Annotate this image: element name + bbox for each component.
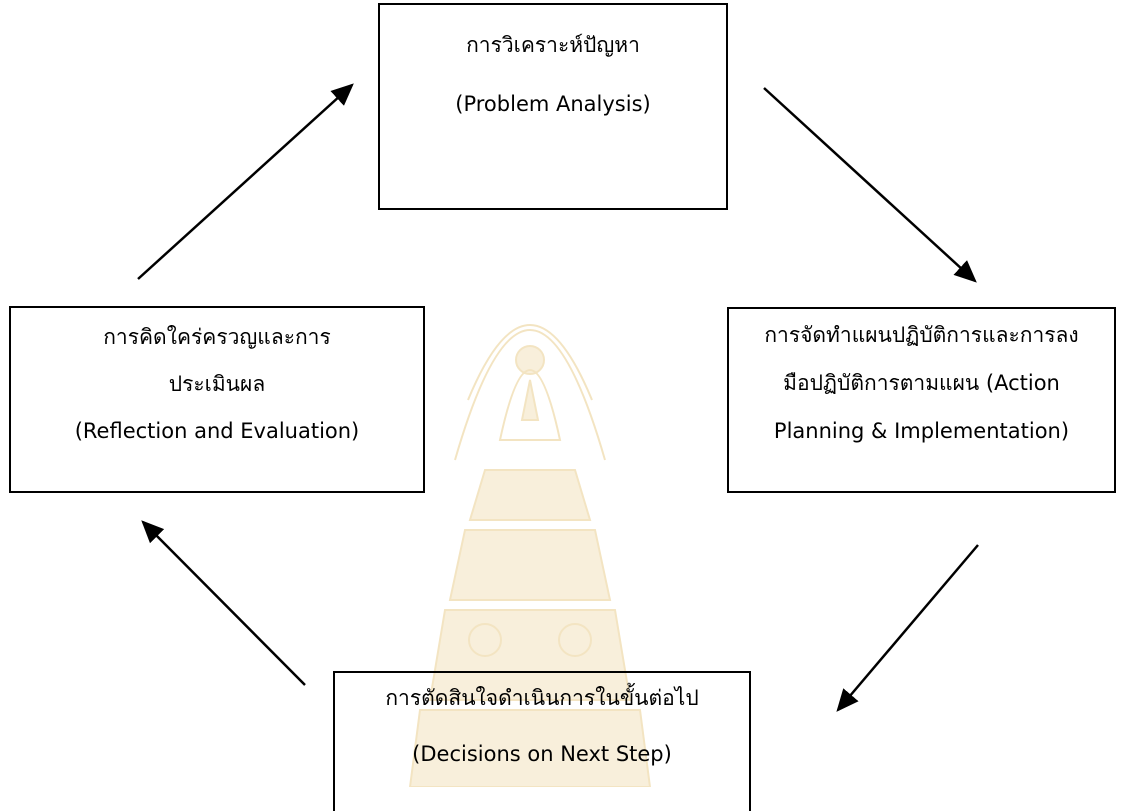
- arrow-problem-to-action: [763, 87, 977, 283]
- action-planning-box: การจัดทำแผนปฏิบัติการและการลง มือปฏิบัติ…: [727, 307, 1116, 493]
- arrow-decision-to-reflection: [141, 520, 306, 686]
- problem-analysis-thai-label: การวิเคราะห์ปัญหา: [466, 33, 640, 57]
- cycle-arrows: [137, 83, 979, 712]
- reflection-evaluation-box: การคิดใคร่ครวญและการ ประเมินผล (Reflecti…: [9, 306, 425, 493]
- action-planning-line-1: การจัดทำแผนปฏิบัติการและการลง: [764, 323, 1079, 347]
- problem-analysis-english-label: (Problem Analysis): [455, 92, 651, 117]
- action-planning-line-2: มือปฏิบัติการตามแผน (Action: [783, 371, 1060, 396]
- decision-thai-label: การตัดสินใจดำเนินการในขั้นต่อไป: [385, 686, 699, 710]
- reflection-line-1: การคิดใคร่ครวญและการ: [103, 325, 331, 349]
- arrow-reflection-to-problem: [137, 83, 354, 280]
- problem-analysis-box: การวิเคราะห์ปัญหา (Problem Analysis): [378, 3, 728, 210]
- reflection-line-3: (Reflection and Evaluation): [74, 419, 360, 444]
- arrow-action-to-decision: [836, 544, 979, 712]
- reflection-line-2: ประเมินผล: [168, 372, 266, 397]
- decision-english-label: (Decisions on Next Step): [412, 742, 672, 767]
- decision-next-step-box: การตัดสินใจดำเนินการในขั้นต่อไป (Decisio…: [333, 671, 751, 811]
- action-planning-line-3: Planning & Implementation): [773, 419, 1070, 444]
